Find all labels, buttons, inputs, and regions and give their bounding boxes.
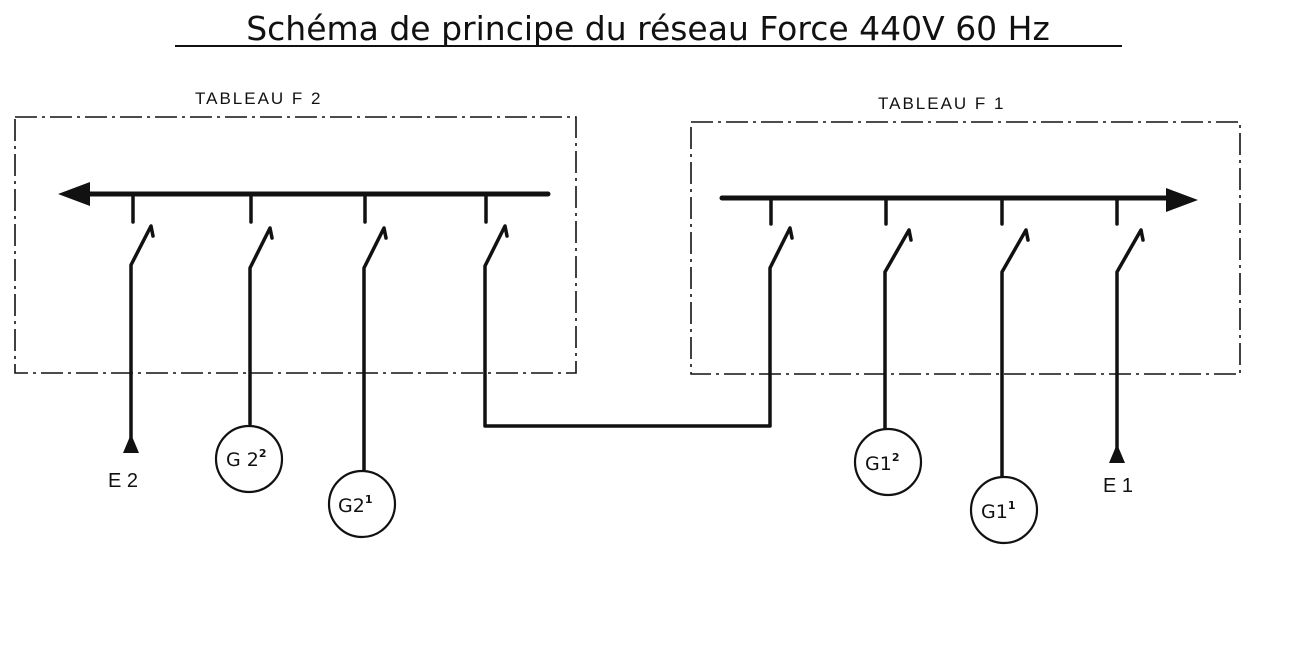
switch-f1-g1-2 (883, 199, 913, 430)
generator-g1-2: G12 (853, 427, 923, 497)
busbar-f1-arrow-icon (1166, 188, 1198, 212)
generator-g2-1-label: G21 (338, 493, 372, 517)
switch-f2-g2-2 (248, 195, 274, 426)
e1-feed-arrow-icon (1109, 444, 1125, 463)
panel-frame-f2 (14, 116, 577, 374)
generator-g1-1: G11 (969, 475, 1039, 545)
busbar-f2-arrow-icon (58, 182, 90, 206)
panel-frame-f1 (690, 121, 1241, 375)
e2-feed-arrow-icon (123, 434, 139, 453)
feed-label-e2: E 2 (108, 470, 138, 492)
switch-f1-e1 (1109, 199, 1145, 463)
generator-g2-2: G 22 (214, 424, 284, 494)
panel-label-f1: TABLEAU F 1 (878, 94, 1006, 113)
switch-f2-tie (483, 195, 794, 428)
generator-g1-1-label: G11 (981, 499, 1015, 523)
diagram-title: Schéma de principe du réseau Force 440V … (246, 9, 1050, 48)
feed-label-e1: E 1 (1103, 475, 1133, 497)
generator-g2-1: G21 (327, 469, 397, 539)
switch-f2-g2-1 (362, 195, 388, 474)
generator-g2-2-label: G 22 (226, 447, 267, 471)
generator-g1-2-label: G12 (865, 451, 899, 475)
switch-f1-g1-1 (1000, 199, 1030, 478)
switch-f2-e2 (123, 195, 155, 453)
panel-label-f2: TABLEAU F 2 (195, 89, 323, 108)
